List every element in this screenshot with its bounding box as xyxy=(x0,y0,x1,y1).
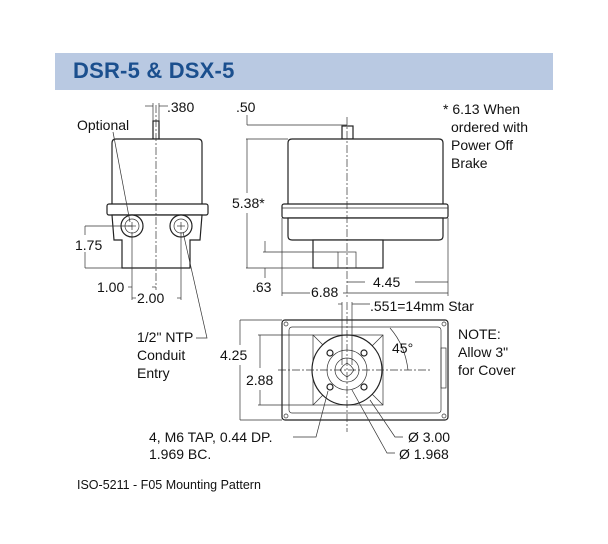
side-view: .380 Optional 1.75 1.00 2.00 1/2" NTP Co… xyxy=(75,99,209,381)
dim-dia-outer: Ø 3.00 xyxy=(408,429,450,445)
dim-shaft-width: .380 xyxy=(167,99,194,115)
dim-base-height: .63 xyxy=(252,279,272,295)
bottom-view: .551=14mm Star 4.25 2.88 45° NOTE: Allow… xyxy=(149,298,516,462)
dim-shaft-height: .50 xyxy=(236,99,256,115)
dim-pattern: 2.88 xyxy=(246,372,273,388)
footnote-4: Brake xyxy=(451,155,488,171)
conduit-label-1: 1/2" NTP xyxy=(137,329,193,345)
note-1: NOTE: xyxy=(458,326,501,342)
tap-label-2: 1.969 BC. xyxy=(149,446,211,462)
dim-depth: 4.25 xyxy=(220,347,247,363)
dim-offset-2: 2.00 xyxy=(137,290,164,306)
figure-caption: ISO-5211 - F05 Mounting Pattern xyxy=(77,478,261,492)
page-title: DSR-5 & DSX-5 xyxy=(73,58,235,83)
note-3: for Cover xyxy=(458,362,516,378)
header-band xyxy=(55,53,553,90)
front-view: .50 5.38* .63 6.88 4.45 * 6.13 When orde… xyxy=(232,99,528,300)
footnote-2: ordered with xyxy=(451,119,528,135)
note-2: Allow 3" xyxy=(458,344,508,360)
dim-star: .551=14mm Star xyxy=(370,298,474,314)
conduit-label-3: Entry xyxy=(137,365,170,381)
dim-dia-inner: Ø 1.968 xyxy=(399,446,449,462)
dim-offset-1: 1.00 xyxy=(97,279,124,295)
footnote-3: Power Off xyxy=(451,137,513,153)
conduit-label-2: Conduit xyxy=(137,347,185,363)
dim-angle: 45° xyxy=(392,340,413,356)
footnote-1: * 6.13 When xyxy=(443,101,520,117)
dim-half-width: 4.45 xyxy=(373,274,400,290)
tap-label-1: 4, M6 TAP, 0.44 DP. xyxy=(149,429,272,445)
optional-label: Optional xyxy=(77,117,129,133)
dim-width: 6.88 xyxy=(311,284,338,300)
dim-conduit-height: 1.75 xyxy=(75,237,102,253)
dim-total-height: 5.38* xyxy=(232,195,265,211)
